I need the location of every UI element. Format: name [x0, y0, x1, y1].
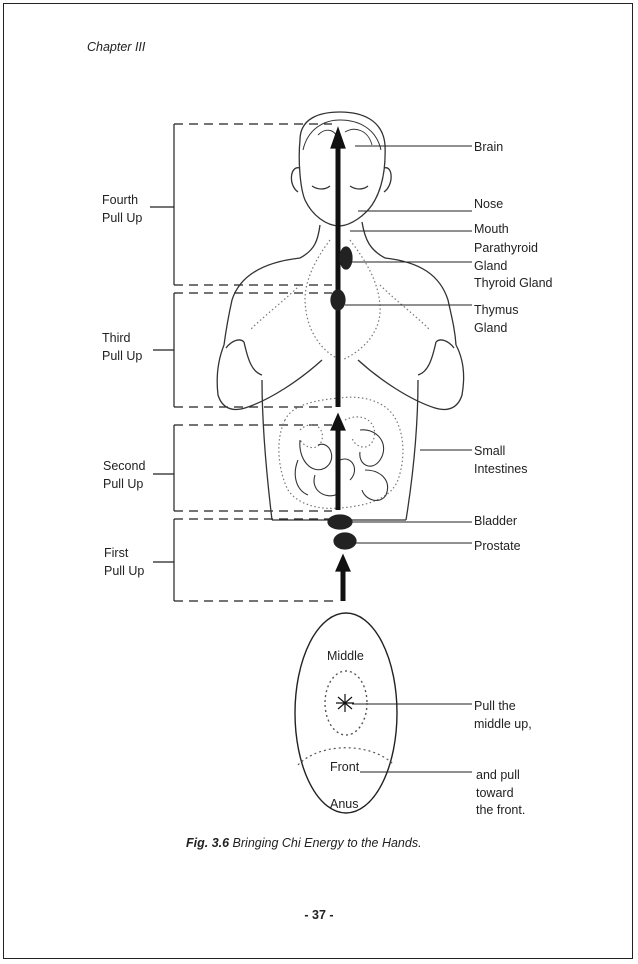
- first-pull-bracket: [153, 518, 338, 602]
- anus-label: Anus: [330, 797, 359, 811]
- bladder-label: Bladder: [474, 514, 518, 528]
- page-border: [3, 3, 633, 959]
- figure-caption-text: Bringing Chi Energy to the Hands.: [229, 836, 422, 850]
- chapter-heading: Chapter III: [87, 40, 146, 54]
- figure-number: Fig. 3.6: [186, 836, 230, 850]
- center-mark: [336, 694, 354, 712]
- prostate-label: Prostate: [474, 539, 521, 553]
- organ-blobs: [327, 246, 357, 550]
- thyroid-label: Thyroid Gland: [474, 276, 553, 290]
- fourth-pull-label: Fourth Pull Up: [102, 193, 143, 225]
- second-pull-label: Second Pull Up: [103, 459, 146, 491]
- central-energy-arrows: [330, 126, 351, 601]
- third-pull-bracket: [153, 292, 332, 408]
- body-outline: [216, 111, 465, 521]
- page-number: - 37 -: [304, 908, 334, 922]
- parathyroid-label: Parathyroid Gland: [474, 241, 538, 273]
- intestines-outline: [278, 396, 404, 510]
- pull-front-label: and pull toward the front.: [476, 768, 526, 817]
- nose-label: Nose: [474, 197, 504, 211]
- leader-lines: [345, 145, 472, 773]
- mouth-label: Mouth: [474, 222, 509, 236]
- second-pull-bracket: [153, 424, 332, 512]
- small-intestines-label: Small Intestines: [474, 444, 528, 476]
- fourth-pull-bracket: [150, 123, 332, 286]
- brain-label: Brain: [474, 140, 504, 154]
- middle-label: Middle: [327, 649, 364, 663]
- first-pull-label: First Pull Up: [104, 546, 145, 578]
- pull-middle-label: Pull the middle up,: [474, 699, 532, 731]
- thymus-label: Thymus Gland: [474, 303, 519, 335]
- front-label: Front: [330, 760, 360, 774]
- anus-diagram: [294, 612, 398, 814]
- figure-caption: Fig. 3.6 Bringing Chi Energy to the Hand…: [186, 836, 422, 850]
- third-pull-label: Third Pull Up: [102, 331, 143, 363]
- intestine-coils: [294, 429, 388, 501]
